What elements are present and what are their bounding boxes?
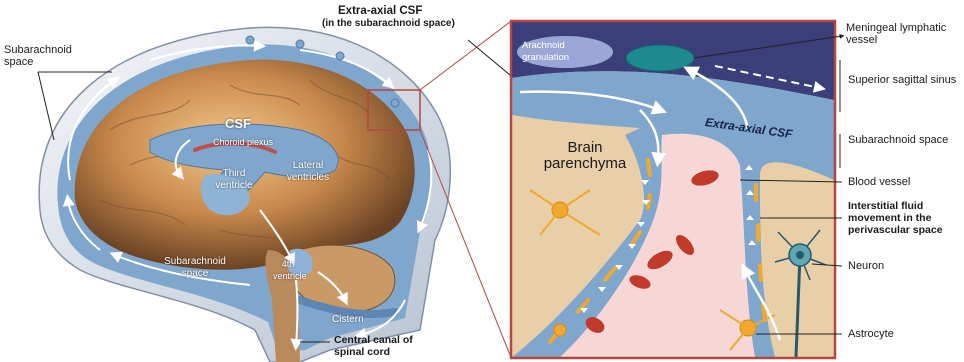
choroid-plexus-label: Choroid plexus — [213, 136, 273, 148]
neuron-label: Neuron — [848, 260, 884, 272]
cistern-label: Cistern — [332, 314, 364, 326]
right-zoom-panel — [511, 21, 835, 358]
superior-sagittal-sinus-label: Superior sagittal sinus — [848, 74, 958, 86]
meningeal-lymphatic-label: Meningeal lymphatic vessel — [846, 22, 956, 46]
subarachnoid-space-lower-label: Subarachnoid space — [160, 256, 230, 280]
csf-label: CSF — [225, 118, 251, 130]
central-canal-label: Central canal of spinal cord — [334, 334, 444, 358]
extra-axial-csf-title: Extra-axial CSF — [338, 5, 422, 17]
third-ventricle-label: Third ventricle — [214, 168, 254, 192]
arachnoid-granulation-label: Arachnoid granulation — [522, 40, 582, 64]
interstitial-fluid-label: Interstitial fluid movement in the periv… — [848, 200, 963, 236]
subarachnoid-space-top-label: Subarachnoid space — [4, 44, 84, 68]
brain-parenchyma-label: Brain parenchyma — [540, 140, 630, 172]
astrocyte-label: Astrocyte — [848, 328, 894, 340]
left-brain-panel — [39, 27, 450, 362]
subarachnoid-space-right-label: Subarachnoid space — [848, 134, 958, 146]
blood-vessel-label: Blood vessel — [848, 176, 910, 188]
meningeal-lymphatic-vessel — [626, 45, 694, 71]
extra-axial-csf-subtitle: (in the subarachnoid space) — [322, 18, 455, 30]
lateral-ventricles-label: Lateral ventricles — [278, 160, 338, 184]
fourth-ventricle-label: 4th ventricle — [273, 258, 303, 282]
